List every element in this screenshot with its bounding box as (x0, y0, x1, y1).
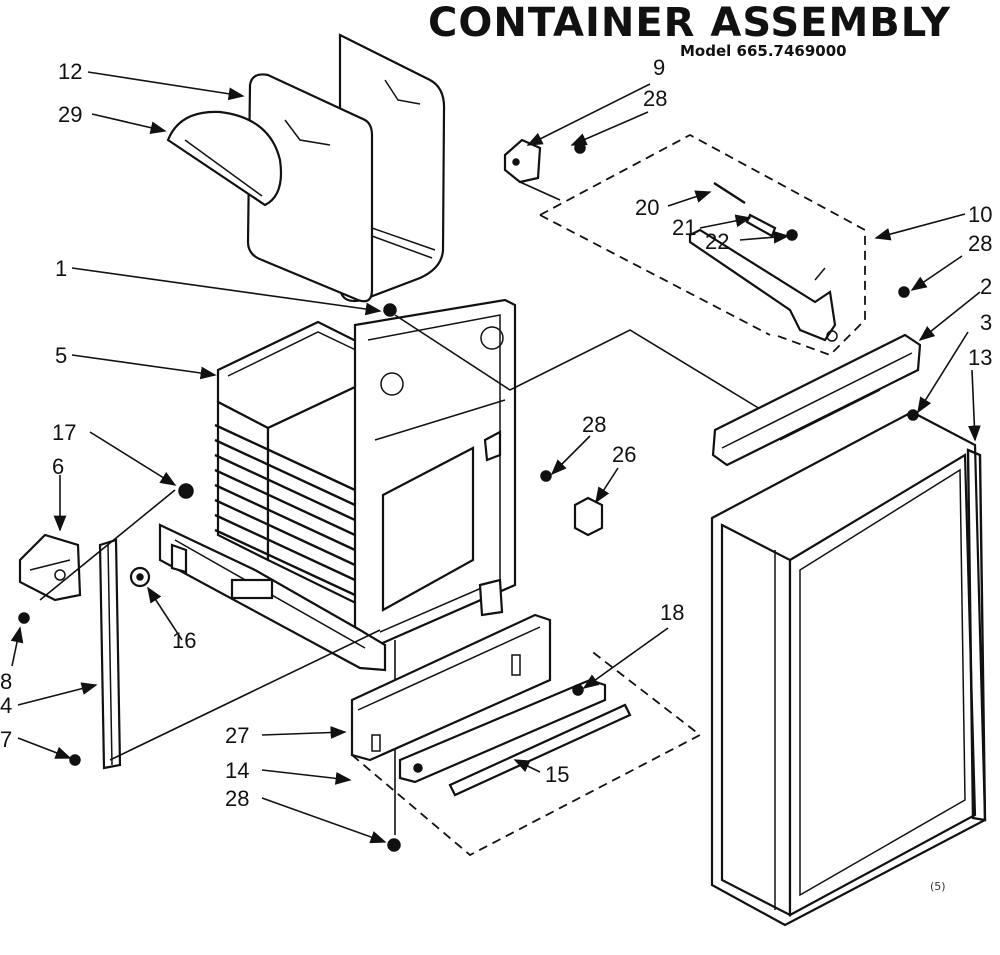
part-9-bracket (503, 138, 542, 184)
callout-22: 22 (705, 229, 729, 254)
callout-10: 10 (968, 202, 992, 227)
diagram-title: CONTAINER ASSEMBLY (428, 0, 951, 46)
part-20-pin (713, 181, 746, 205)
part-18-screw (572, 684, 584, 696)
part-28-screw-c (540, 470, 552, 482)
part-15-rail (398, 678, 632, 797)
callout-26: 26 (612, 442, 636, 467)
part-10-group-outline (539, 133, 866, 357)
callout-28-a: 28 (643, 86, 667, 111)
part-22-washer (786, 229, 798, 241)
part-28-screw-a (574, 142, 586, 154)
callout-12: 12 (58, 59, 82, 84)
part-7-screw (69, 754, 81, 766)
part-6-bracket (18, 533, 82, 602)
callout-7: 7 (0, 727, 12, 752)
callout-29: 29 (58, 102, 82, 127)
callout-5: 5 (55, 343, 67, 368)
part-28-screw-b (898, 286, 910, 298)
part-4-vertical-trim (98, 538, 122, 770)
part-5-container-box (158, 298, 517, 672)
part-26-clip (573, 496, 604, 537)
callout-labels: 12 29 1 5 17 6 16 8 4 7 9 28 20 21 22 10… (0, 55, 992, 811)
part-28-screw-d (387, 838, 401, 852)
callout-2: 2 (980, 274, 992, 299)
model-number: Model 665.7469000 (680, 42, 847, 60)
callout-3: 3 (980, 310, 992, 335)
part-17-nut (178, 483, 194, 499)
callout-18: 18 (660, 600, 684, 625)
callout-4: 4 (0, 693, 12, 718)
part-14-group-outline (351, 649, 702, 857)
callout-27: 27 (225, 723, 249, 748)
callout-15: 15 (545, 762, 569, 787)
part-8-screw (18, 612, 30, 624)
part-13-door-frame (710, 409, 987, 927)
callout-28-c: 28 (582, 412, 606, 437)
callout-1: 1 (55, 256, 67, 281)
callout-6: 6 (52, 454, 64, 479)
callout-21: 21 (672, 215, 696, 240)
part-16-knob (129, 566, 151, 588)
part-12-back-panel (246, 33, 446, 303)
callout-13: 13 (968, 345, 992, 370)
callout-16: 16 (172, 628, 196, 653)
part-29-flap (166, 110, 283, 207)
part-2-top-trim (711, 333, 922, 467)
callout-9: 9 (653, 55, 665, 80)
callout-17: 17 (52, 420, 76, 445)
callout-28-b: 28 (968, 231, 992, 256)
callout-8: 8 (0, 669, 12, 694)
part-10-latch-bar (688, 228, 838, 342)
part-21-spring (745, 213, 777, 238)
part-1-screw (383, 303, 397, 317)
drawing-code: (5) (930, 880, 946, 893)
callout-28-d: 28 (225, 786, 249, 811)
callout-20: 20 (635, 195, 659, 220)
callout-14: 14 (225, 758, 249, 783)
